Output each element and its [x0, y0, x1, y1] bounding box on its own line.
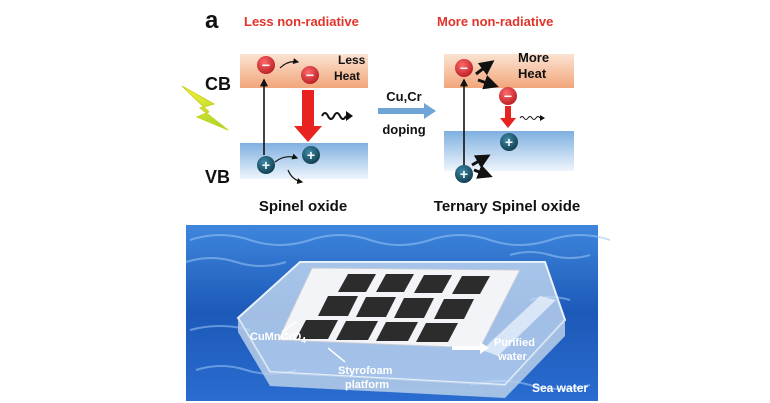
left-hole-arrow [274, 153, 299, 163]
right-electron-1: − [455, 59, 473, 77]
left-heat-arrow-bottom [287, 169, 304, 184]
right-heat-arrow-1 [475, 60, 495, 76]
right-hole-2: + [455, 165, 473, 183]
left-caption: Spinel oxide [259, 198, 347, 215]
left-hole-2: + [302, 146, 320, 164]
platform-label-line2: platform [345, 379, 389, 391]
left-emission-wave [321, 112, 347, 120]
right-heat-arrow-4 [473, 164, 493, 179]
material-pointer [281, 321, 297, 333]
doping-label-top: Cu,Cr [386, 89, 421, 104]
tile [414, 275, 452, 293]
svg-text:−: − [504, 88, 512, 104]
tile [318, 296, 358, 316]
right-electron-2: − [499, 87, 517, 105]
platform-front-edge [238, 318, 565, 398]
panel-c: c [185, 225, 611, 401]
left-emission-wave-head [346, 111, 353, 121]
tile [356, 297, 396, 317]
panel-a: a Less non-radiative More non-radiative … [181, 7, 580, 215]
right-emission-wave [519, 116, 541, 120]
left-electron-2: − [301, 66, 319, 84]
doping-arrow [378, 103, 436, 119]
lightning-icon [181, 85, 229, 131]
purified-water-label-line1: Purified [494, 337, 535, 349]
right-caption: Ternary Spinel oxide [434, 198, 580, 215]
left-radiative-arrow [294, 90, 322, 142]
tile [338, 274, 376, 292]
platform-pointer [327, 347, 346, 363]
platform-label-line1: Styrofoam [338, 365, 393, 377]
purified-water-label-line2: water [497, 351, 527, 363]
doping-label-bottom: doping [382, 122, 425, 137]
purified-water-channel [482, 296, 556, 356]
tile [376, 274, 414, 292]
right-heat-arrow-2 [477, 75, 499, 90]
tile [394, 298, 434, 318]
tile [376, 322, 418, 341]
right-hole-1: + [500, 133, 518, 151]
svg-text:−: − [460, 60, 468, 76]
tile [336, 321, 378, 340]
tile [452, 276, 490, 294]
vb-label: VB [205, 167, 230, 187]
right-heat-text-line2: Heat [518, 66, 547, 81]
cumncro4-tiles [296, 274, 490, 342]
right-header: More non-radiative [437, 14, 553, 29]
left-electron-1: − [257, 56, 275, 74]
svg-text:−: − [262, 57, 270, 73]
material-label: CuMnCrO4 [250, 331, 306, 345]
svg-text:−: − [306, 67, 314, 83]
right-emission-wave-head [540, 115, 545, 121]
right-heat-text-line1: More [518, 50, 549, 65]
tile [434, 299, 474, 319]
right-radiative-arrow [500, 106, 516, 128]
sea-water-label: Sea water [532, 381, 588, 395]
left-heat-text-line2: Heat [334, 69, 360, 83]
purified-water-arrow [452, 342, 489, 354]
left-heat-text-line1: Less [338, 53, 366, 67]
left-heat-arrow-top [279, 58, 300, 69]
left-hole-1: + [257, 156, 275, 174]
tile [416, 323, 458, 342]
right-heat-arrow-3 [471, 154, 491, 169]
cb-label: CB [205, 74, 231, 94]
left-header: Less non-radiative [244, 14, 359, 29]
svg-text:+: + [262, 157, 270, 173]
tile [296, 320, 338, 339]
svg-text:+: + [307, 147, 315, 163]
svg-text:+: + [505, 134, 513, 150]
svg-text:+: + [460, 166, 468, 182]
panel-a-letter: a [205, 7, 219, 34]
